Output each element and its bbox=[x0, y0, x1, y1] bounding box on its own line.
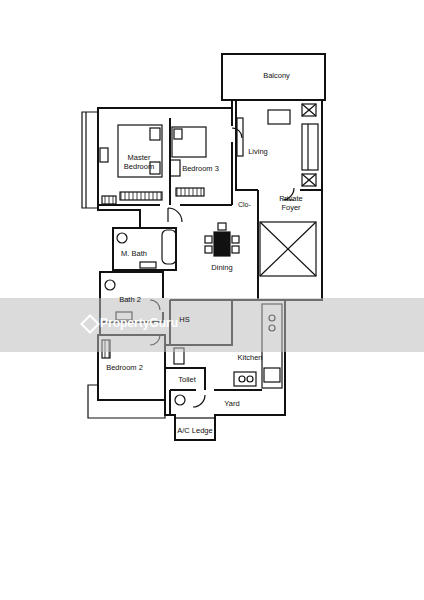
wall bbox=[98, 204, 232, 206]
outer-wall bbox=[98, 54, 325, 440]
ledge bbox=[175, 418, 215, 440]
closet-label: Clo- bbox=[238, 201, 251, 208]
wall bbox=[113, 228, 176, 270]
wc bbox=[105, 280, 115, 290]
wardrobe bbox=[176, 188, 204, 196]
chair bbox=[205, 236, 212, 243]
side-table bbox=[170, 160, 180, 176]
void-box bbox=[260, 222, 316, 276]
pillow bbox=[150, 128, 160, 140]
chair bbox=[205, 246, 212, 253]
armchair bbox=[268, 110, 290, 124]
wc bbox=[175, 395, 185, 405]
wall bbox=[236, 100, 322, 190]
lamp bbox=[302, 174, 316, 186]
room-name: Kitchen bbox=[237, 354, 262, 363]
side-table bbox=[100, 148, 108, 162]
bay-window bbox=[88, 385, 165, 418]
void-cross bbox=[260, 222, 316, 276]
chair bbox=[218, 223, 226, 230]
room-name: Private Foyer bbox=[274, 195, 308, 212]
lamp bbox=[302, 104, 316, 116]
room-name: Yard bbox=[224, 400, 239, 409]
room-label: HS bbox=[178, 308, 191, 326]
bay-window bbox=[82, 112, 98, 208]
room-label: Yard bbox=[223, 392, 241, 410]
room-label: Living bbox=[247, 140, 269, 158]
door-swing bbox=[193, 395, 205, 407]
wc bbox=[117, 233, 127, 243]
sofa-line bbox=[307, 124, 308, 170]
watermark: PropertyGuru bbox=[100, 316, 178, 330]
wardrobe bbox=[102, 196, 116, 204]
logo-mark bbox=[82, 316, 99, 333]
lamp bbox=[302, 104, 316, 116]
room-name: Balcony bbox=[263, 72, 290, 81]
walls bbox=[82, 54, 325, 440]
lamp bbox=[302, 174, 316, 186]
room-label: M. Bath bbox=[120, 242, 148, 260]
room-name: Bedroom 2 bbox=[106, 364, 143, 373]
room-name: Living bbox=[248, 148, 268, 157]
room-label: Private Foyer bbox=[274, 195, 308, 214]
sofa bbox=[302, 124, 318, 170]
wall bbox=[257, 190, 259, 300]
room-name: M. Bath bbox=[121, 250, 147, 259]
room-label: Kitchen bbox=[236, 346, 264, 364]
bathtub bbox=[162, 230, 176, 264]
room-label: Bedroom 2 bbox=[105, 356, 144, 374]
void-cross bbox=[260, 222, 316, 276]
watermark-logo bbox=[82, 316, 99, 333]
bed bbox=[172, 127, 206, 157]
hob bbox=[239, 376, 245, 382]
room-label: A/C Ledge bbox=[176, 419, 214, 437]
chair bbox=[232, 246, 239, 253]
side-table bbox=[302, 174, 316, 186]
chair bbox=[232, 236, 239, 243]
dining-table bbox=[214, 232, 230, 256]
wall bbox=[231, 100, 233, 205]
counter bbox=[234, 372, 256, 386]
room-name: Bath 2 bbox=[119, 296, 141, 305]
bed bbox=[118, 125, 162, 177]
side-table bbox=[302, 104, 316, 116]
hob bbox=[247, 376, 253, 382]
room-name: Dining bbox=[211, 264, 232, 273]
room-name: Toilet bbox=[178, 376, 196, 385]
wardrobe bbox=[120, 192, 162, 200]
pillow bbox=[174, 129, 182, 139]
room-label: Bath 2 bbox=[118, 288, 142, 306]
wall bbox=[222, 99, 325, 101]
basin bbox=[140, 262, 156, 268]
room-name: Bedroom 3 bbox=[182, 165, 219, 174]
watermark-band bbox=[0, 298, 424, 352]
room-label: Balcony bbox=[262, 64, 291, 82]
room-label: Bedroom 3 bbox=[181, 157, 220, 175]
room-name: HS bbox=[179, 316, 189, 325]
room-label: Toilet bbox=[177, 368, 197, 386]
wall bbox=[170, 390, 262, 415]
room-name: A/C Ledge bbox=[177, 427, 212, 436]
room-name: Master Bedroom bbox=[122, 154, 156, 171]
room-label: Dining bbox=[210, 256, 234, 274]
door-swing bbox=[168, 208, 182, 222]
room-label: Master Bedroom bbox=[122, 154, 156, 173]
sink bbox=[264, 368, 280, 382]
wall bbox=[169, 118, 171, 205]
